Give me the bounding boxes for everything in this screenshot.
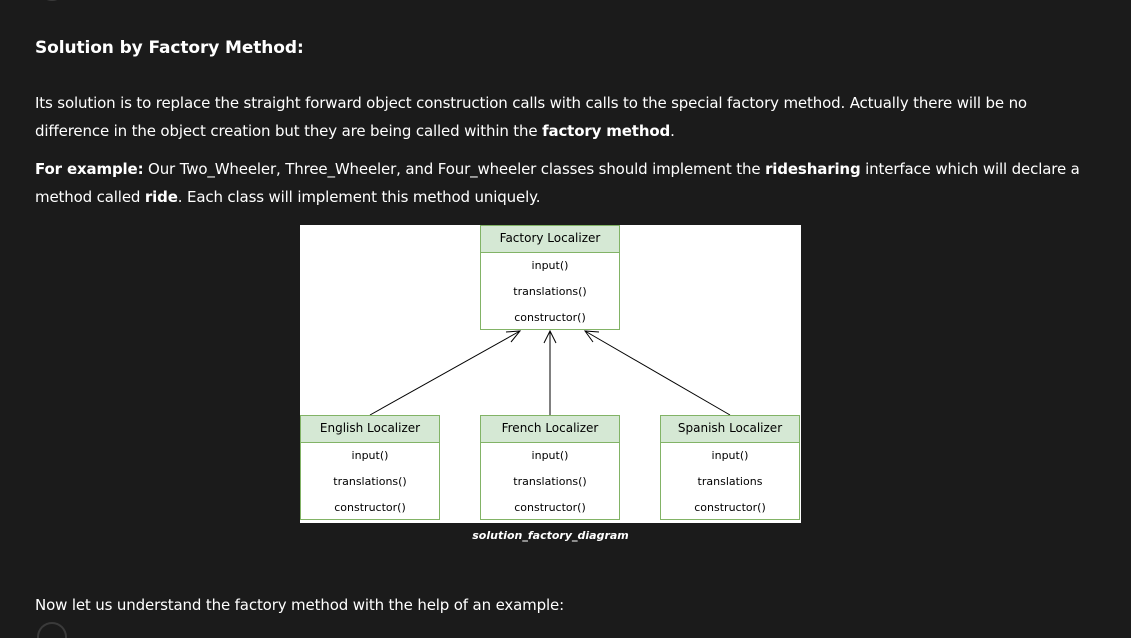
section-heading: Solution by Factory Method:	[35, 38, 304, 58]
english-method-constructor: constructor()	[334, 501, 406, 514]
arrow-english-to-factory	[369, 330, 521, 416]
spanish-method-constructor: constructor()	[694, 501, 766, 514]
example-text-2: interface which will declare a method ca…	[35, 160, 1080, 206]
example-text-3: . Each class will implement this method …	[177, 188, 541, 206]
factory-method-translations: translations()	[513, 285, 587, 298]
factory-localizer-class: Factory Localizer input() translations()…	[480, 225, 620, 330]
solution-paragraph: Its solution is to replace the straight …	[35, 89, 1105, 145]
english-localizer-title: English Localizer	[301, 416, 439, 443]
french-localizer-class: French Localizer input() translations() …	[480, 415, 620, 520]
english-method-translations: translations()	[333, 475, 407, 488]
french-method-input: input()	[531, 449, 569, 462]
factory-localizer-title: Factory Localizer	[481, 226, 619, 253]
arrowhead-spanish	[583, 330, 600, 343]
example-intro-paragraph: Now let us understand the factory method…	[35, 596, 564, 614]
top-circle-decoration	[37, 0, 67, 1]
diagram-caption: solution_factory_diagram	[472, 529, 629, 542]
for-example-label: For example:	[35, 160, 144, 178]
english-method-input: input()	[351, 449, 389, 462]
arrowhead-french	[543, 329, 557, 344]
french-method-translations: translations()	[513, 475, 587, 488]
example-paragraph: For example: Our Two_Wheeler, Three_Whee…	[35, 155, 1105, 211]
bottom-circle-decoration	[37, 622, 67, 638]
english-localizer-class: English Localizer input() translations()…	[300, 415, 440, 520]
solution-text: Its solution is to replace the straight …	[35, 94, 1027, 140]
example-text-1: Our Two_Wheeler, Three_Wheeler, and Four…	[143, 160, 766, 178]
french-method-constructor: constructor()	[514, 501, 586, 514]
factory-uml-diagram: Factory Localizer input() translations()…	[300, 225, 801, 523]
spanish-localizer-title: Spanish Localizer	[661, 416, 799, 443]
factory-method-input: input()	[531, 259, 569, 272]
french-localizer-title: French Localizer	[481, 416, 619, 443]
solution-text-end: .	[670, 122, 675, 140]
ridesharing-bold: ridesharing	[765, 160, 861, 178]
factory-method-constructor: constructor()	[514, 311, 586, 324]
spanish-method-translations: translations	[697, 475, 763, 488]
factory-method-bold: factory method	[542, 122, 671, 140]
arrow-spanish-to-factory	[584, 330, 731, 416]
spanish-localizer-class: Spanish Localizer input() translations c…	[660, 415, 800, 520]
diagram-arrows	[369, 329, 731, 416]
spanish-method-input: input()	[711, 449, 749, 462]
ride-bold: ride	[144, 188, 178, 206]
arrowhead-english	[505, 330, 522, 343]
